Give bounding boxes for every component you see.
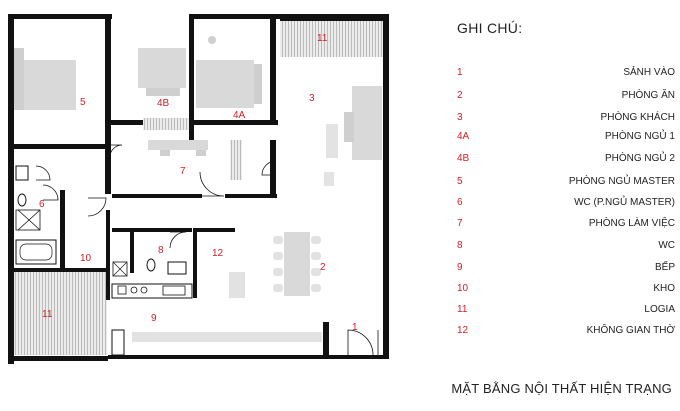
label-room-6: 6: [39, 199, 45, 210]
legend-num: 1: [457, 67, 463, 78]
legend-item: 11 LOGIA: [457, 304, 675, 318]
legend-label: BẾP: [654, 262, 675, 273]
legend-item: 12 KHÔNG GIAN THỜ: [457, 325, 675, 339]
legend-label: PHÒNG NGỦ 2: [604, 153, 675, 164]
legend-num: 8: [457, 240, 463, 251]
legend-num: 10: [457, 283, 469, 294]
legend-label: LOGIA: [644, 304, 675, 315]
label-room-4b: 4B: [157, 98, 170, 109]
label-room-11-top: 11: [317, 33, 328, 44]
label-room-4a: 4A: [233, 110, 246, 121]
legend-item: 6 WC (P.NGỦ MASTER): [457, 197, 675, 211]
legend-num: 11: [457, 304, 468, 315]
legend-label: PHÒNG LÀM VIỆC: [588, 218, 675, 229]
legend-label: KHO: [653, 283, 675, 294]
sofa: [352, 86, 382, 160]
legend-label: WC: [658, 240, 675, 251]
label-room-2: 2: [320, 262, 326, 273]
legend-num: 12: [457, 325, 469, 336]
floor-plan: 5 4B 4A 11 3 7 6 10 8 12 2 11 9 1: [8, 14, 389, 364]
label-room-10: 10: [80, 253, 92, 264]
label-room-7: 7: [180, 166, 186, 177]
legend-label: PHÒNG NGỦ MASTER: [568, 176, 675, 187]
legend-num: 4A: [457, 131, 470, 142]
bed-4b: [138, 48, 186, 88]
legend-item: 2 PHÒNG ĂN: [457, 90, 675, 104]
legend-label: WC (P.NGỦ MASTER): [574, 197, 675, 208]
kitchen-counter: [111, 283, 193, 299]
legend-title: GHI CHÚ:: [457, 20, 523, 36]
legend-label: PHÒNG NGỦ 1: [604, 131, 675, 142]
legend-num: 4B: [457, 153, 470, 164]
legend-item: 10 KHO: [457, 283, 675, 297]
label-room-9: 9: [151, 313, 157, 324]
bathtub: [15, 239, 57, 265]
legend-label: SẢNH VÀO: [623, 67, 675, 78]
legend-item: 4A PHÒNG NGỦ 1: [457, 131, 675, 145]
legend-num: 6: [457, 197, 463, 208]
plan-caption: MẶT BẰNG NỘI THẤT HIỆN TRẠNG: [451, 381, 672, 396]
legend-item: 9 BẾP: [457, 262, 675, 276]
legend-item: 1 SẢNH VÀO: [457, 67, 675, 81]
label-room-1: 1: [352, 322, 358, 333]
logia-top: [280, 20, 384, 57]
legend-label: KHÔNG GIAN THỜ: [586, 325, 675, 336]
legend-item: 5 PHÒNG NGỦ MASTER: [457, 176, 675, 190]
legend-num: 3: [457, 112, 463, 123]
label-room-12: 12: [212, 248, 224, 259]
legend-num: 2: [457, 90, 463, 101]
bed-4a: [196, 60, 254, 108]
legend-item: 4B PHÒNG NGỦ 2: [457, 153, 675, 167]
legend-item: 7 PHÒNG LÀM VIỆC: [457, 218, 675, 232]
legend-item: 3 PHÒNG KHÁCH: [457, 112, 675, 126]
logia-bottom: [12, 270, 107, 355]
label-room-8: 8: [158, 245, 164, 256]
label-room-5: 5: [80, 97, 86, 108]
study-desk: [148, 140, 208, 150]
doors: [35, 144, 379, 356]
bed-master: [14, 60, 76, 110]
legend-num: 7: [457, 218, 463, 229]
altar-cabinet: [229, 272, 245, 298]
room-labels: 5 4B 4A 11 3 7 6 10 8 12 2 11 9 1: [39, 33, 358, 333]
dining-table: [284, 232, 310, 296]
legend-label: PHÒNG KHÁCH: [600, 112, 675, 123]
legend-num: 5: [457, 176, 463, 187]
legend-item: 8 WC: [457, 240, 675, 254]
legend-num: 9: [457, 262, 463, 273]
walls: [8, 14, 389, 364]
label-room-11-bottom: 11: [42, 309, 53, 320]
legend-label: PHÒNG ĂN: [621, 90, 675, 101]
label-room-3: 3: [309, 93, 315, 104]
